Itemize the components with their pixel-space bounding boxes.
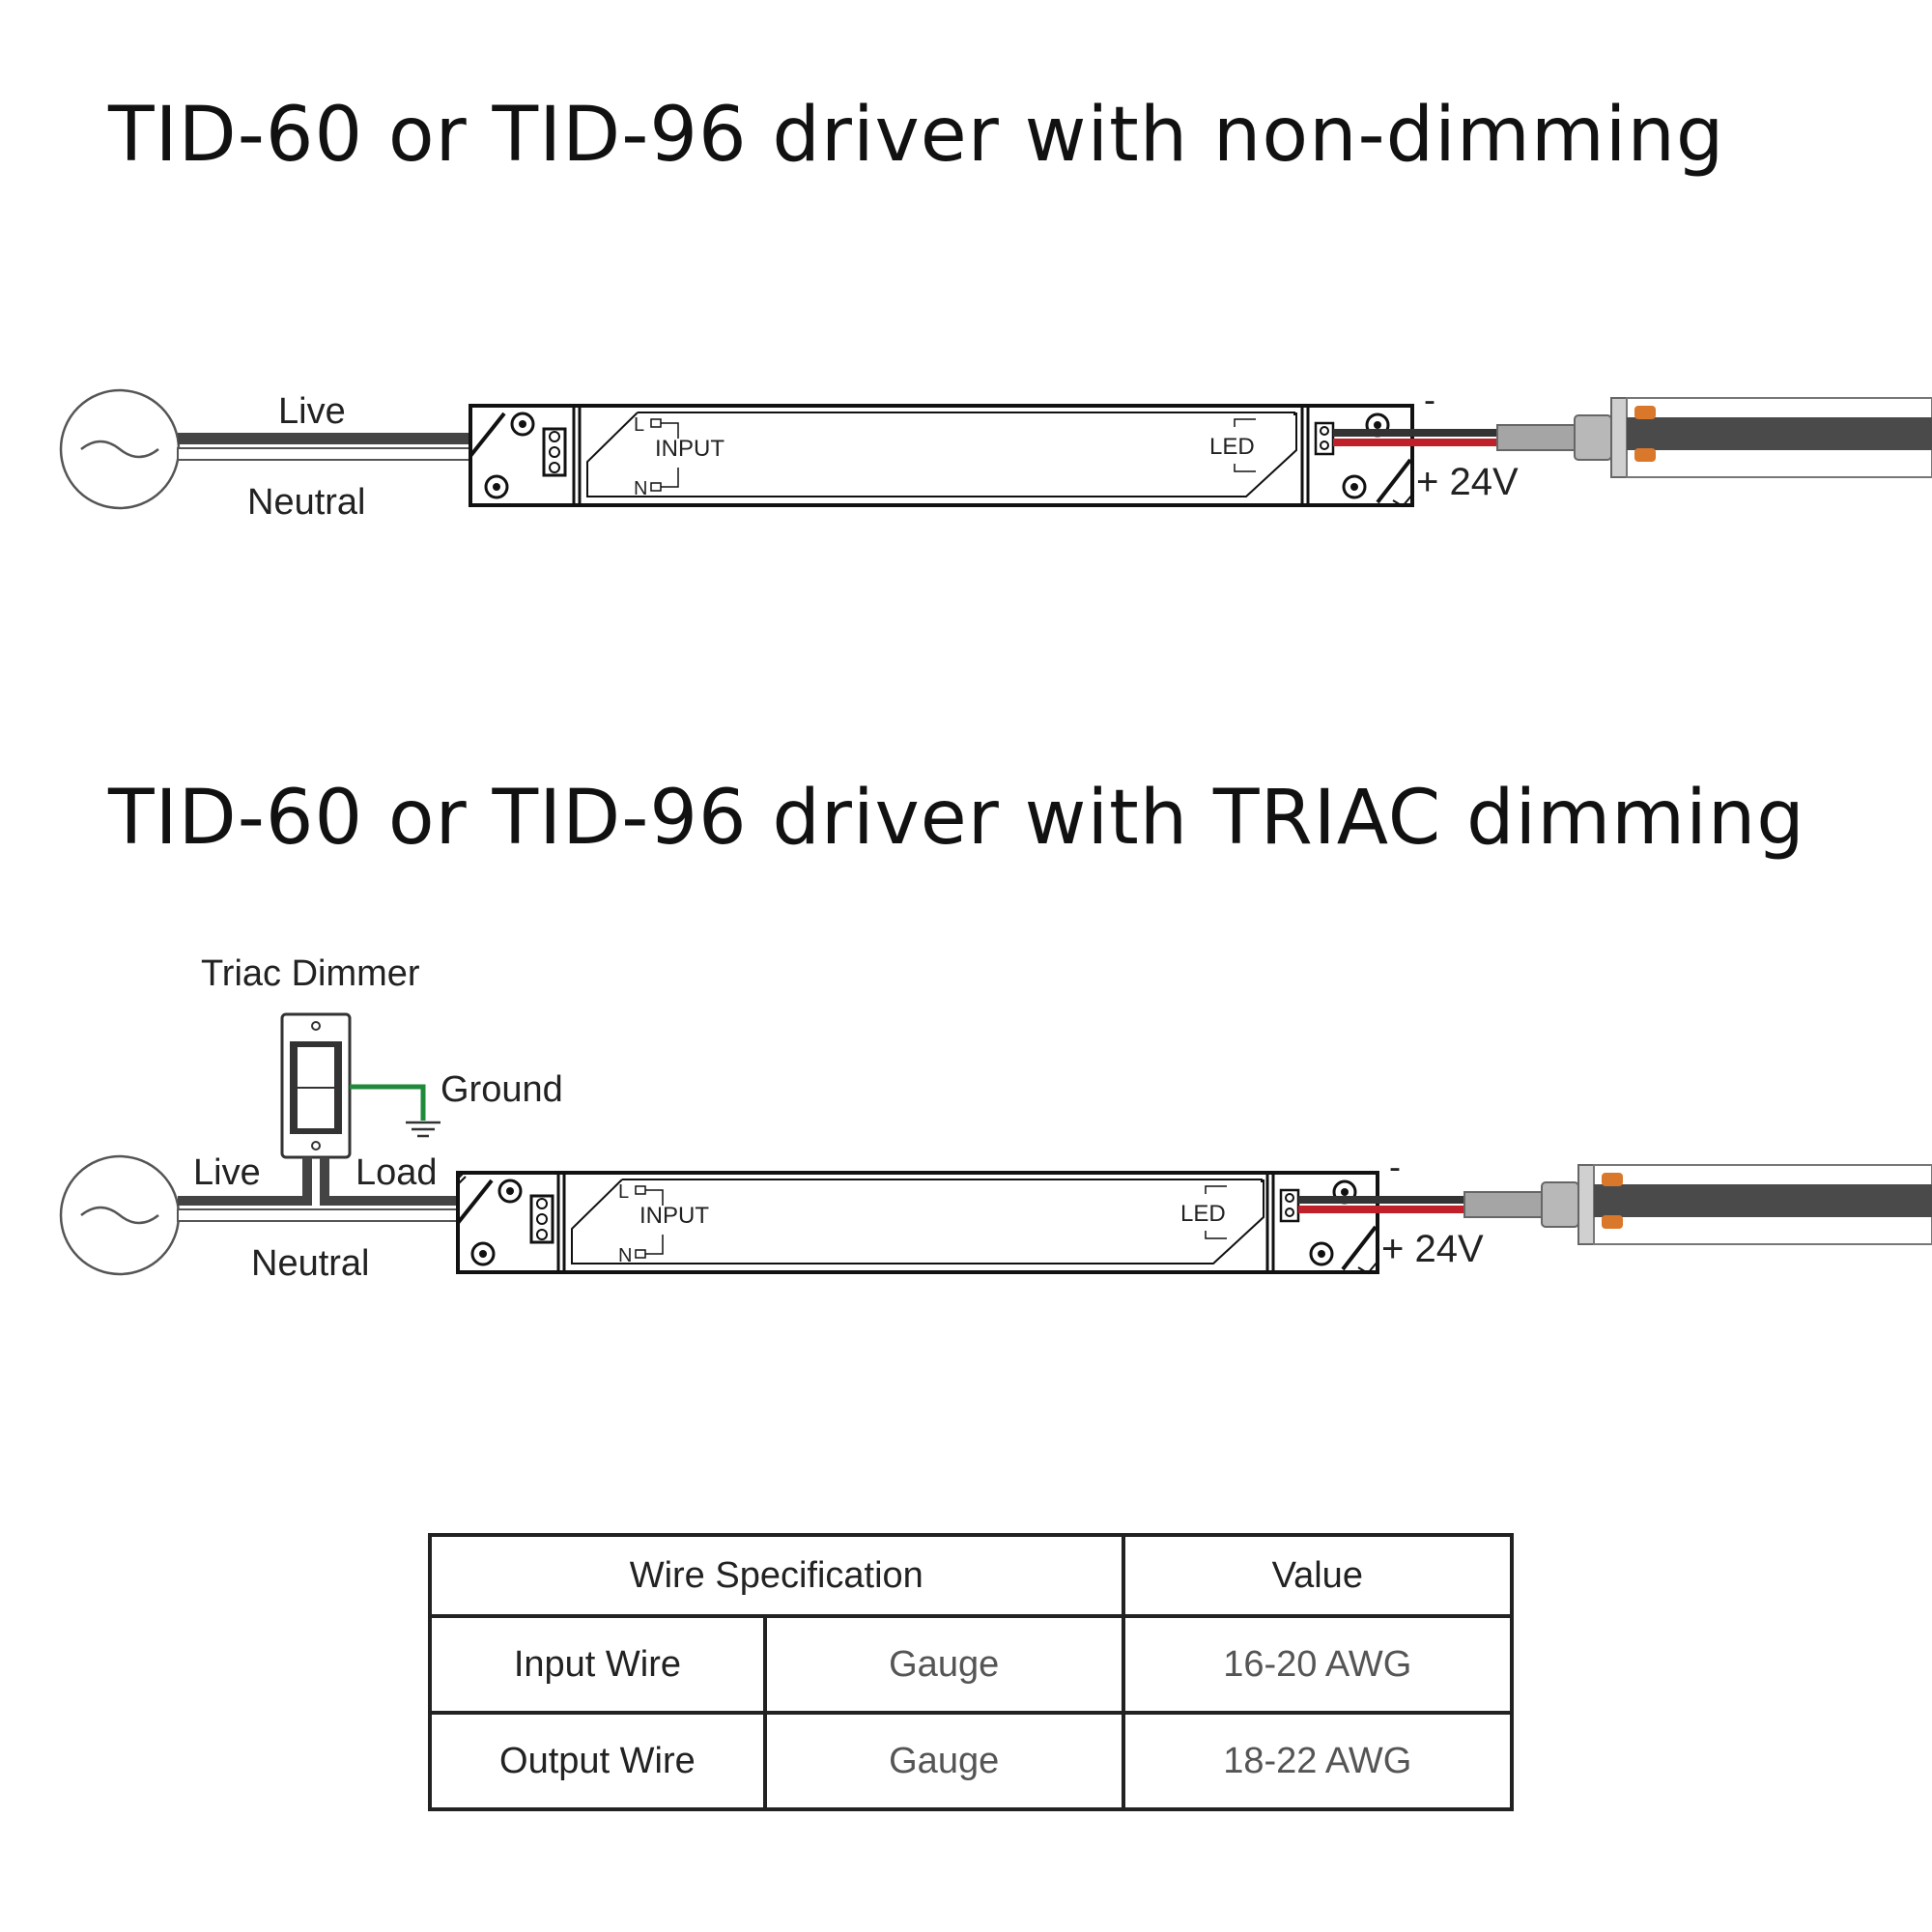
led-strip bbox=[1627, 417, 1932, 450]
triac-dimmer-label: Triac Dimmer bbox=[201, 953, 420, 994]
negative-output-wire bbox=[1333, 429, 1497, 437]
header-wire-specification: Wire Specification bbox=[428, 1533, 1125, 1618]
header-value: Value bbox=[1121, 1533, 1515, 1618]
neutral-label: Neutral bbox=[251, 1243, 370, 1284]
positive-output-wire bbox=[1333, 439, 1497, 446]
row-parameter: Gauge bbox=[762, 1614, 1125, 1715]
row-label: Output Wire bbox=[428, 1711, 767, 1811]
non-dimming-wiring-diagram: Live Neutral L INPUT N LED bbox=[59, 380, 1932, 523]
positive-output-wire bbox=[1298, 1206, 1464, 1213]
neutral-label: Neutral bbox=[247, 482, 366, 523]
row-parameter: Gauge bbox=[762, 1711, 1125, 1811]
row-label: Input Wire bbox=[428, 1614, 767, 1715]
driver-input-n-label: N bbox=[634, 478, 647, 499]
live-wire bbox=[178, 433, 545, 444]
output-minus-label: - bbox=[1424, 380, 1435, 419]
live-label: Live bbox=[278, 391, 346, 432]
row-value: 16-20 AWG bbox=[1121, 1614, 1515, 1715]
table-row: Output Wire Gauge 18-22 AWG bbox=[428, 1711, 1515, 1811]
driver-input-l-label: L bbox=[634, 414, 644, 436]
driver-led-label: LED bbox=[1209, 434, 1255, 460]
triac-dimmer-icon bbox=[280, 1012, 352, 1159]
led-strip bbox=[1594, 1184, 1932, 1217]
live-label: Live bbox=[193, 1152, 261, 1193]
triac-dimming-wiring-diagram: Triac Dimmer Ground Live Load Neutral bbox=[59, 953, 1932, 1284]
output-minus-label: - bbox=[1389, 1147, 1401, 1186]
load-label: Load bbox=[355, 1152, 438, 1193]
wire-specification-table: Wire Specification Value Input Wire Gaug… bbox=[428, 1533, 1515, 1811]
ground-wire bbox=[350, 1084, 426, 1121]
ac-source-icon bbox=[59, 388, 181, 510]
section-title-non-dimming: TID-60 or TID-96 driver with non-dimming bbox=[108, 92, 1725, 179]
driver-input-label: INPUT bbox=[655, 436, 724, 462]
table-row: Input Wire Gauge 16-20 AWG bbox=[428, 1614, 1515, 1715]
ground-symbol-icon bbox=[406, 1121, 440, 1138]
driver-input-label: INPUT bbox=[639, 1203, 709, 1229]
ground-label: Ground bbox=[440, 1069, 563, 1110]
row-value: 18-22 AWG bbox=[1121, 1711, 1515, 1811]
live-wire bbox=[178, 1157, 312, 1206]
led-driver: L INPUT N LED bbox=[456, 1171, 1379, 1275]
led-driver: L INPUT N LED bbox=[469, 404, 1414, 508]
driver-input-l-label: L bbox=[618, 1181, 629, 1203]
led-strip-pad-positive bbox=[1634, 448, 1656, 462]
negative-output-wire bbox=[1298, 1196, 1464, 1204]
led-strip-pad-negative bbox=[1602, 1173, 1623, 1186]
driver-input-n-label: N bbox=[618, 1245, 632, 1266]
table-header-row: Wire Specification Value bbox=[428, 1533, 1515, 1618]
led-strip-pad-negative bbox=[1634, 406, 1656, 419]
driver-led-label: LED bbox=[1180, 1201, 1226, 1227]
ac-source-icon bbox=[59, 1154, 181, 1276]
output-plus-24v-label: + 24V bbox=[1381, 1228, 1484, 1270]
led-strip-pad-positive bbox=[1602, 1215, 1623, 1229]
output-plus-24v-label: + 24V bbox=[1416, 461, 1519, 503]
section-title-triac-dimming: TID-60 or TID-96 driver with TRIAC dimmi… bbox=[108, 775, 1805, 862]
